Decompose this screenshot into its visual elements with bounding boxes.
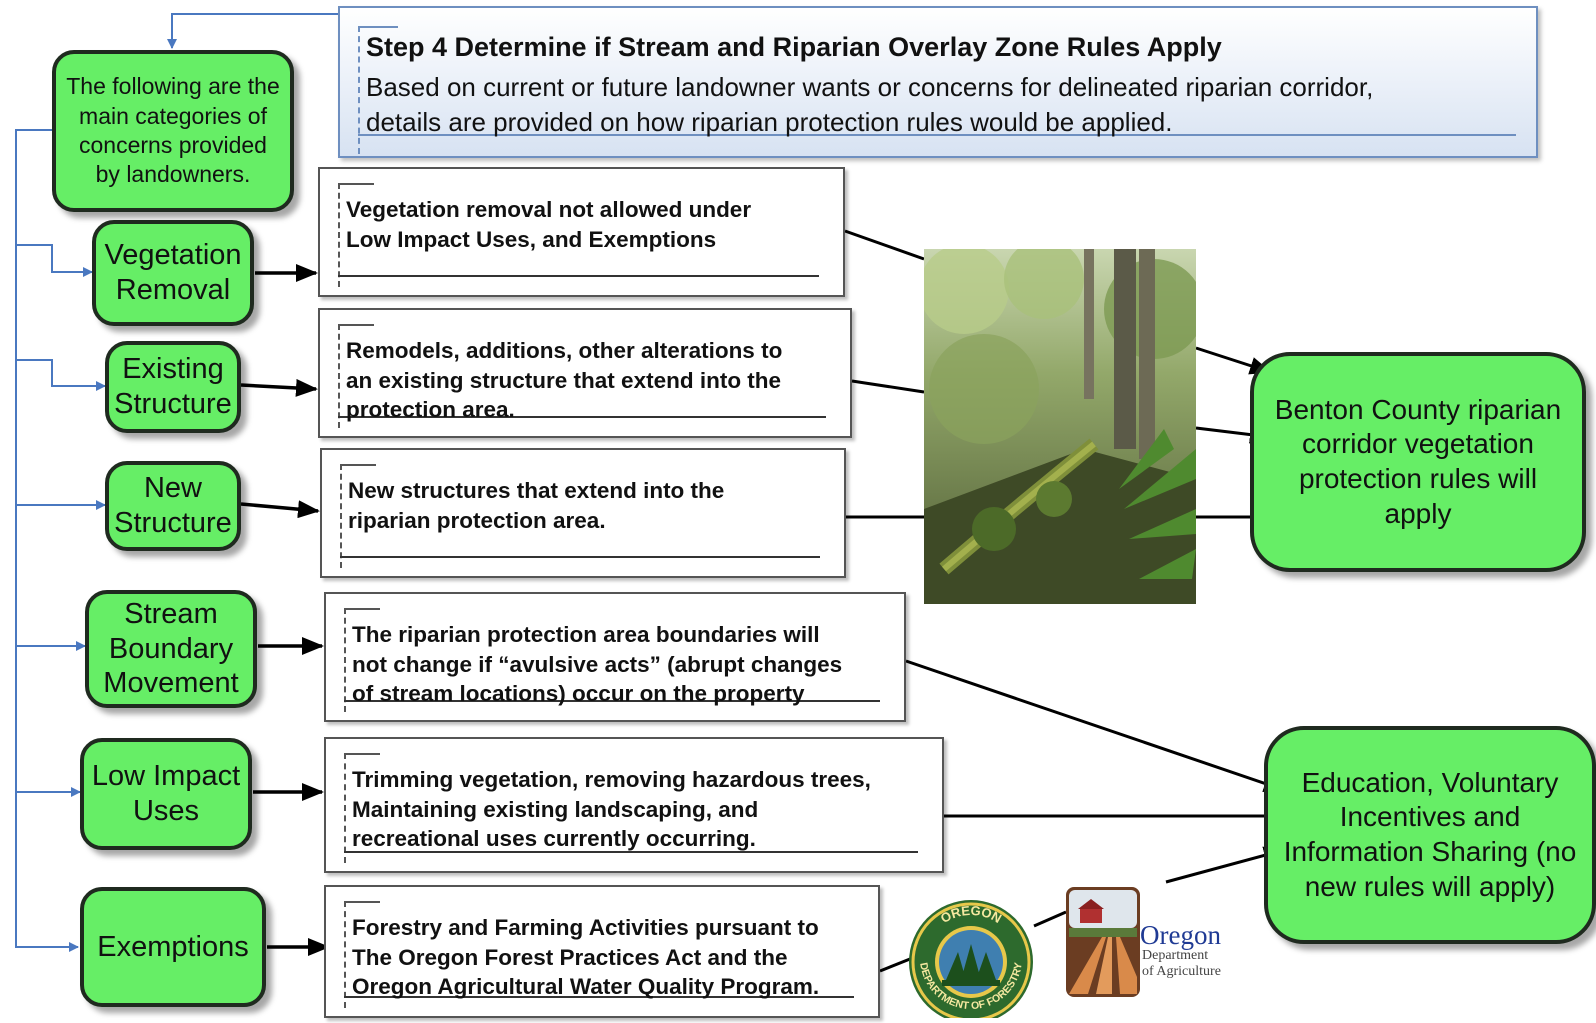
oda-logo-emblem (1066, 887, 1140, 997)
detail-stream-boundary-movement: The riparian protection area boundaries … (324, 592, 906, 722)
detail-exemptions: Forestry and Farming Activities pursuant… (324, 885, 880, 1018)
oda-name: Oregon (1140, 920, 1221, 950)
intro-box: The following are the main categories of… (52, 50, 294, 212)
category-vegetation-removal: Vegetation Removal (92, 220, 254, 326)
detail-low-impact-uses: Trimming vegetation, removing hazardous … (324, 737, 944, 873)
category-stream-boundary-movement: Stream Boundary Movement (85, 590, 257, 708)
outcome-education-incentives: Education, Voluntary Incentives and Info… (1264, 726, 1596, 944)
step-title: Step 4 Determine if Stream and Riparian … (366, 32, 1222, 62)
detail-vegetation-removal: Vegetation removal not allowed under Low… (318, 167, 845, 297)
detail-existing-structure: Remodels, additions, other alterations t… (318, 308, 852, 438)
odf-top-text: OREGON (938, 903, 1004, 926)
intro-text: The following are the main categories of… (66, 73, 280, 188)
outcome-rules-apply: Benton County riparian corridor vegetati… (1250, 352, 1586, 572)
category-low-impact-uses: Low Impact Uses (80, 738, 252, 850)
step-header-box: Step 4 Determine if Stream and Riparian … (338, 6, 1538, 158)
detail-new-structure: New structures that extend into the ripa… (320, 448, 846, 578)
category-existing-structure: Existing Structure (105, 341, 241, 433)
oda-department-text: Department of Agriculture (1142, 948, 1221, 980)
odf-logo: OREGON DEPARTMENT OF FORESTRY (906, 900, 1036, 1023)
step-description: Based on current or future landowner wan… (366, 72, 1374, 138)
category-new-structure: New Structure (105, 461, 241, 551)
riparian-forest-photo (924, 249, 1196, 604)
category-exemptions: Exemptions (80, 887, 266, 1007)
